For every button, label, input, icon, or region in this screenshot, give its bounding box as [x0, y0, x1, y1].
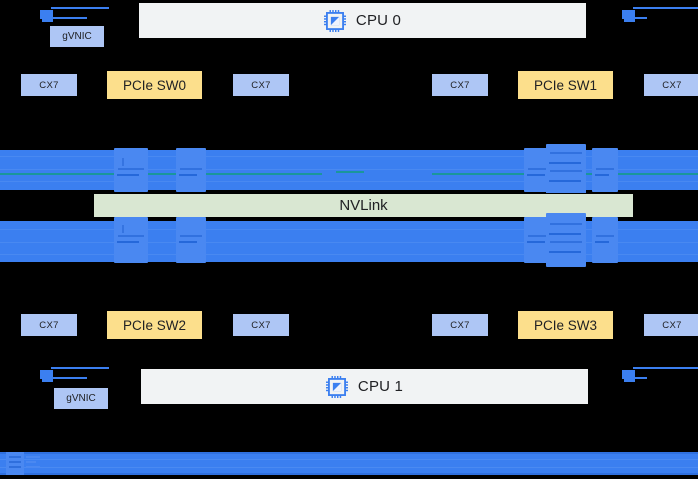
pcie-switch-3: PCIe SW3 — [518, 311, 613, 339]
cpu-1-bar: CPU 1 — [141, 369, 588, 404]
cx7-6-label: CX7 — [450, 319, 470, 331]
nic-glyph-bottom-right — [622, 366, 698, 384]
cx7-7-label: CX7 — [662, 319, 682, 331]
nvlink-bar: NVLink — [93, 193, 634, 218]
gvnic-top-left-label: gVNIC — [62, 31, 92, 42]
pcie-switch-1: PCIe SW1 — [518, 71, 613, 99]
cx7-0-label: CX7 — [39, 79, 59, 91]
gpu-band-lower — [0, 213, 698, 267]
cx7-0: CX7 — [21, 74, 77, 96]
cx7-1-label: CX7 — [251, 79, 271, 91]
network-switch-icon — [2, 450, 48, 477]
gpu-icon-upper-e — [592, 148, 618, 192]
cx7-2: CX7 — [432, 74, 488, 96]
cpu-0-label: CPU 0 — [355, 12, 402, 29]
cx7-5-label: CX7 — [251, 319, 271, 331]
cx7-2-label: CX7 — [450, 79, 470, 91]
nic-glyph-top-right — [622, 6, 698, 24]
cpu-chip-icon — [325, 375, 348, 398]
gpu-band-upper — [0, 144, 698, 196]
cx7-4: CX7 — [21, 314, 77, 336]
pcie-switch-1-label: PCIe SW1 — [533, 77, 598, 93]
gpu-icon-lower-b — [176, 217, 206, 263]
gpu-icon-lower-d — [546, 213, 586, 267]
pcie-switch-3-label: PCIe SW3 — [533, 317, 598, 333]
gvnic-top-left: gVNIC — [50, 26, 104, 47]
pcie-switch-2: PCIe SW2 — [107, 311, 202, 339]
cpu-0-bar: CPU 0 — [139, 3, 586, 38]
cx7-3: CX7 — [644, 74, 698, 96]
cpu-1-label: CPU 1 — [357, 378, 404, 395]
cx7-3-label: CX7 — [662, 79, 682, 91]
cpu-chip-icon — [323, 9, 346, 32]
cx7-7: CX7 — [644, 314, 698, 336]
cx7-6: CX7 — [432, 314, 488, 336]
pcie-switch-2-label: PCIe SW2 — [122, 317, 187, 333]
nic-glyph-top-left — [40, 6, 110, 24]
gvnic-bottom-left-label: gVNIC — [66, 393, 96, 404]
gpu-icon-lower-a — [114, 217, 148, 263]
cx7-4-label: CX7 — [39, 319, 59, 331]
pcie-switch-0-label: PCIe SW0 — [122, 77, 187, 93]
pcie-switch-0: PCIe SW0 — [107, 71, 202, 99]
gpu-icon-upper-d — [546, 144, 586, 196]
cx7-5: CX7 — [233, 314, 289, 336]
gpu-icon-upper-b — [176, 148, 206, 192]
nvlink-label: NVLink — [339, 197, 388, 214]
gpu-icon-lower-e — [592, 217, 618, 263]
nic-glyph-bottom-left — [40, 366, 110, 384]
gpu-icon-upper-a — [114, 148, 148, 192]
network-bar — [0, 452, 698, 475]
cx7-1: CX7 — [233, 74, 289, 96]
gvnic-bottom-left: gVNIC — [54, 388, 108, 409]
